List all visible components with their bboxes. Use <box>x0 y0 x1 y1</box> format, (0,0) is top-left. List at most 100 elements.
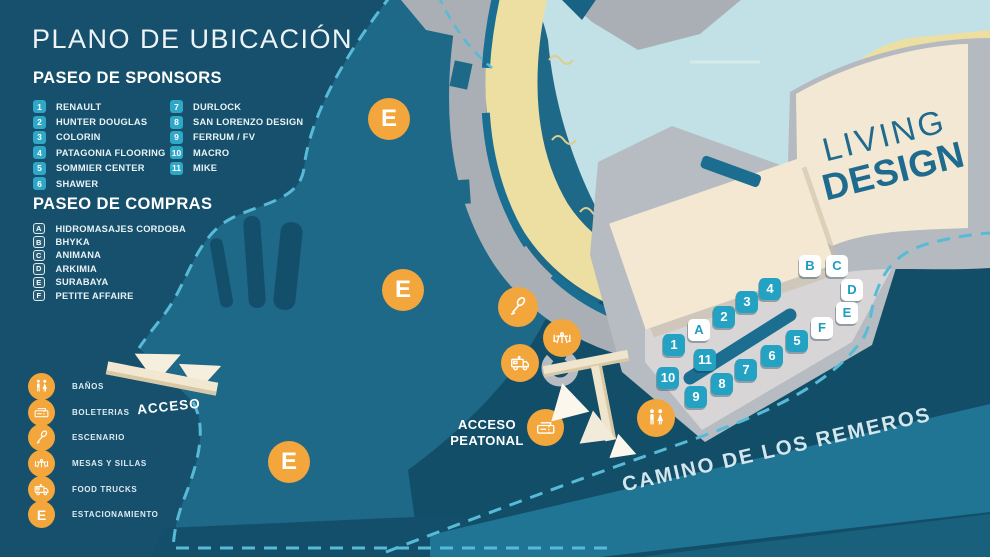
number-badge: 6 <box>33 177 46 191</box>
number-badge: 1 <box>33 100 46 114</box>
compras-heading: PASEO DE COMPRAS <box>33 195 213 213</box>
legend-item: MESAS Y SILLAS <box>28 450 158 478</box>
sponsors-heading: PASEO DE SPONSORS <box>33 69 222 87</box>
letter-badge: D <box>33 263 45 275</box>
sponsor-label: COLORIN <box>56 132 101 143</box>
map-marker-sponsor: 10 <box>657 367 679 389</box>
pedestrian-access-line2: PEATONAL <box>450 432 524 448</box>
legend-item: E ESTACIONAMIENTO <box>28 501 159 529</box>
parking-icon: E <box>28 501 55 529</box>
list-item: 10 MACRO <box>170 145 303 160</box>
sponsor-label: PATAGONIA FLOORING <box>56 147 166 158</box>
exhibition-building <box>609 158 835 330</box>
letter-badge: B <box>33 236 45 248</box>
map-marker-compras: F <box>811 317 833 339</box>
legend-label: ESCENARIO <box>72 433 125 443</box>
map-marker-compras: A <box>688 319 710 341</box>
number-badge: 2 <box>33 115 46 129</box>
sponsor-label: SHAWER <box>56 178 99 189</box>
map-food-truck-icon <box>501 344 539 382</box>
parking-area-marker: E <box>368 98 410 140</box>
map-marker-compras: C <box>826 255 848 277</box>
legend-label: FOOD TRUCKS <box>72 484 138 494</box>
sponsor-label: FERRUM / FV <box>193 132 256 143</box>
map-tables-icon <box>543 319 581 357</box>
brand-banner <box>796 44 968 246</box>
sponsor-label: SOMMIER CENTER <box>56 163 145 174</box>
list-item: A HIDROMASAJES CORDOBA <box>33 222 186 235</box>
number-badge: 3 <box>33 130 46 144</box>
map-marker-sponsor: 5 <box>786 330 808 352</box>
plaza-teal-bar <box>700 155 762 188</box>
number-badge: 4 <box>33 146 46 160</box>
sponsor-label: HUNTER DOUGLAS <box>56 117 148 128</box>
food-truck-icon <box>28 475 55 503</box>
legend-label: BOLETERIAS <box>72 407 130 417</box>
legend-label: MESAS Y SILLAS <box>72 459 147 469</box>
list-item: 6 SHAWER <box>33 176 166 191</box>
map-stage-icon <box>498 287 538 327</box>
number-badge: 7 <box>170 100 183 114</box>
map-marker-compras: E <box>836 302 858 324</box>
list-item: 9 FERRUM / FV <box>170 130 303 145</box>
letter-badge: E <box>33 276 45 288</box>
list-item: E SURABAYA <box>33 276 186 289</box>
tables-icon <box>28 450 55 478</box>
letter-badge: A <box>33 222 45 235</box>
compras-label: SURABAYA <box>55 277 109 288</box>
number-badge: 11 <box>170 161 183 175</box>
compras-label: BHYKA <box>55 237 90 248</box>
page-title: PLANO DE UBICACIÓN <box>32 24 354 54</box>
compras-label: ANIMANA <box>55 250 102 261</box>
sponsor-label: MACRO <box>193 147 230 158</box>
legend-item: ESCENARIO <box>28 424 158 452</box>
map-marker-sponsor: 11 <box>694 349 716 371</box>
map-marker-sponsor: 4 <box>759 278 781 300</box>
sponsors-column-1: 1 RENAULT 2 HUNTER DOUGLAS 3 COLORIN 4 PATAG… <box>33 99 166 191</box>
map-marker-sponsor: 8 <box>711 373 733 395</box>
map-legend: BAÑOS BOLETERIAS ESCENARIO MESAS Y SILLA… <box>28 373 159 529</box>
map-marker-compras: D <box>841 279 863 301</box>
compras-label: HIDROMASAJES CORDOBA <box>55 223 187 234</box>
letter-badge: F <box>33 289 45 302</box>
bridge-edge <box>562 0 596 20</box>
letter-badge: C <box>33 249 45 262</box>
pedestrian-access-line1: ACCESO <box>457 417 517 432</box>
ring-road-gaps <box>449 60 473 205</box>
list-item: 4 PATAGONIA FLOORING <box>33 145 166 160</box>
number-badge: 10 <box>170 146 183 160</box>
compras-label: ARKIMIA <box>55 263 98 274</box>
parking-area-marker: E <box>382 269 424 311</box>
boundary-dashes <box>137 0 990 554</box>
list-item: C ANIMANA <box>33 249 186 262</box>
roundabout-roads <box>209 216 303 310</box>
legend-label: ESTACIONAMIENTO <box>72 510 159 520</box>
legend-item: BAÑOS <box>28 373 158 401</box>
list-item: D ARKIMIA <box>33 262 186 275</box>
sponsor-label: DURLOCK <box>193 101 242 112</box>
camino-road <box>430 404 990 557</box>
list-item: B BHYKA <box>33 235 186 248</box>
list-item: 3 COLORIN <box>33 130 166 145</box>
list-item: 7 DURLOCK <box>170 99 303 114</box>
map-marker-sponsor: 3 <box>736 291 758 313</box>
map-restrooms-icon <box>637 399 675 437</box>
sponsor-label: RENAULT <box>56 101 102 112</box>
map-marker-sponsor: 2 <box>713 306 735 328</box>
camino-road-shoulder <box>640 514 990 557</box>
restrooms-icon <box>28 373 55 401</box>
list-item: 2 HUNTER DOUGLAS <box>33 114 166 129</box>
number-badge: 9 <box>170 130 183 144</box>
number-badge: 5 <box>33 161 46 175</box>
number-badge: 8 <box>170 115 183 129</box>
list-item: 1 RENAULT <box>33 99 166 114</box>
map-marker-sponsor: 9 <box>685 386 707 408</box>
top-bridge <box>566 0 741 50</box>
parking-area-marker: E <box>268 441 310 483</box>
stage-icon <box>28 424 55 452</box>
